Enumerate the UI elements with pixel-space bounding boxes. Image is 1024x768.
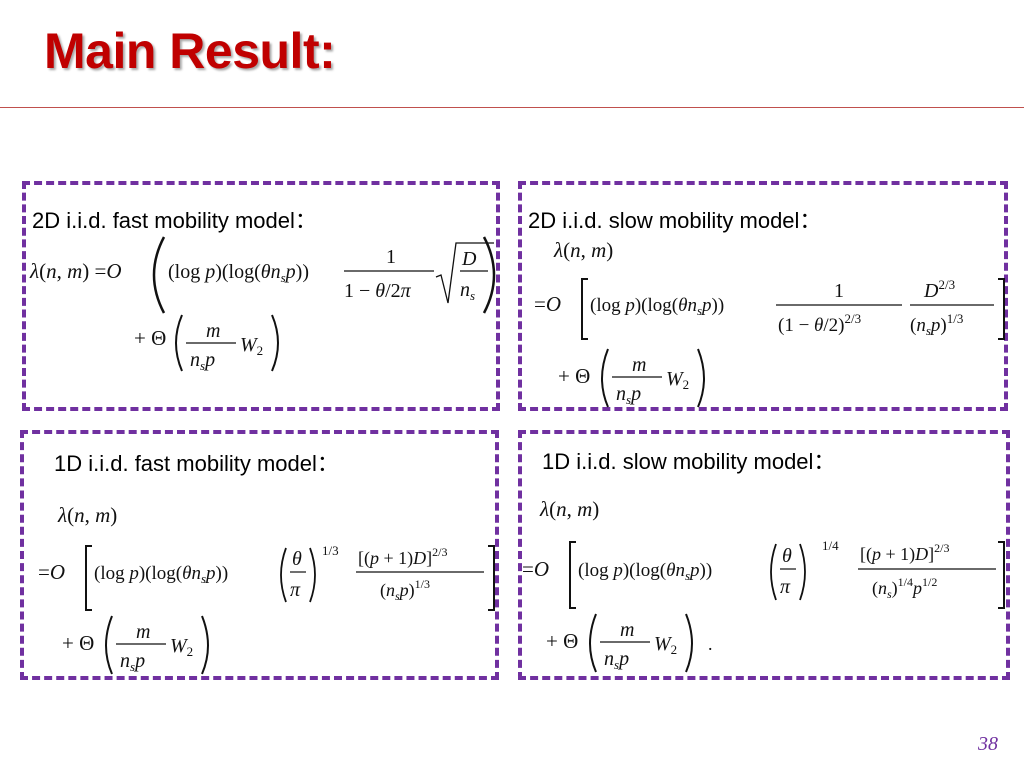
svg-text:(log p)(log(θnsp)): (log p)(log(θnsp)) — [94, 563, 228, 586]
svg-text:+ Θ: + Θ — [134, 326, 166, 350]
svg-text:λ(n, m): λ(n, m) — [57, 503, 117, 527]
title-divider — [0, 107, 1024, 108]
svg-text:W2: W2 — [654, 633, 677, 657]
svg-text:(log p)(log(θnsp)): (log p)(log(θnsp)) — [590, 295, 724, 318]
svg-text:(nsp)1/3: (nsp)1/3 — [910, 311, 963, 338]
svg-text:(1 − θ/2)2/3: (1 − θ/2)2/3 — [778, 311, 861, 336]
svg-text:nsp: nsp — [604, 648, 629, 672]
svg-text:1/3: 1/3 — [322, 543, 339, 558]
svg-text:θ: θ — [782, 545, 792, 567]
svg-text:W2: W2 — [240, 334, 263, 358]
svg-text:+ Θ: + Θ — [62, 631, 94, 655]
svg-text:[(p + 1)D]2/3: [(p + 1)D]2/3 — [860, 541, 950, 565]
svg-text:(ns)1/4p1/2: (ns)1/4p1/2 — [872, 575, 937, 601]
svg-text:1: 1 — [834, 280, 844, 302]
svg-text:1: 1 — [386, 246, 396, 268]
svg-text:π: π — [290, 579, 301, 601]
svg-text:m: m — [620, 619, 634, 641]
panel-heading: 1D i.i.d. slow mobility model： — [542, 449, 836, 474]
svg-text:λ(n, m) =O: λ(n, m) =O — [29, 259, 122, 283]
svg-text:(nsp)1/3: (nsp)1/3 — [380, 577, 430, 603]
panel-heading: 2D i.i.d. fast mobility model： — [32, 208, 317, 233]
svg-text:m: m — [206, 320, 220, 342]
svg-text:(log p)(log(θnsp)): (log p)(log(θnsp)) — [168, 261, 309, 285]
panel-heading: 1D i.i.d. fast mobility model： — [54, 451, 339, 476]
formula-1d-slow: λ(n, m) =O (log p)(log(θnsp)) θ π 1/4 [(… — [522, 497, 1005, 673]
svg-text:m: m — [632, 354, 646, 376]
svg-text:m: m — [136, 621, 150, 643]
svg-text:λ(n, m): λ(n, m) — [539, 497, 599, 521]
svg-text:θ: θ — [292, 548, 302, 570]
slide-title: Main Result: — [44, 23, 336, 79]
svg-text:1/4: 1/4 — [822, 538, 839, 553]
svg-text:=O: =O — [534, 292, 561, 316]
svg-text:(log p)(log(θnsp)): (log p)(log(θnsp)) — [578, 560, 712, 583]
svg-text:=O: =O — [522, 557, 549, 581]
svg-text:+ Θ: + Θ — [546, 629, 578, 653]
svg-text:nsp: nsp — [616, 383, 641, 407]
svg-text:=O: =O — [38, 560, 65, 584]
svg-text:ns: ns — [460, 279, 475, 303]
panel-2d-slow-mobility: 2D i.i.d. slow mobility model： λ(n, m) =… — [518, 181, 1008, 411]
svg-text:[(p + 1)D]2/3: [(p + 1)D]2/3 — [358, 545, 448, 569]
panel-1d-fast-mobility: 1D i.i.d. fast mobility model： λ(n, m) =… — [20, 430, 499, 680]
svg-text:nsp: nsp — [190, 349, 215, 373]
svg-text:D2/3: D2/3 — [923, 277, 955, 302]
svg-text:W2: W2 — [170, 635, 193, 659]
formula-1d-fast: λ(n, m) =O (log p)(log(θnsp)) θ π 1/3 [(… — [38, 503, 495, 675]
svg-text:1 − θ/2π: 1 − θ/2π — [344, 280, 412, 302]
page-number: 38 — [978, 733, 998, 755]
svg-text:+ Θ: + Θ — [558, 364, 590, 388]
svg-text:λ(n, m): λ(n, m) — [553, 238, 613, 262]
svg-text:π: π — [780, 576, 791, 598]
formula-2d-slow: λ(n, m) =O (log p)(log(θnsp)) 1 (1 − θ/2… — [534, 238, 1005, 408]
panel-heading: 2D i.i.d. slow mobility model： — [528, 208, 822, 233]
svg-text:W2: W2 — [666, 368, 689, 392]
svg-text:nsp: nsp — [120, 650, 145, 674]
svg-text:D: D — [461, 248, 477, 270]
formula-2d-fast: λ(n, m) =O (log p)(log(θnsp)) 1 1 − θ/2π… — [29, 236, 496, 373]
panel-1d-slow-mobility: 1D i.i.d. slow mobility model： λ(n, m) =… — [518, 430, 1010, 680]
panel-2d-fast-mobility: 2D i.i.d. fast mobility model： λ(n, m) =… — [22, 181, 500, 411]
svg-text:.: . — [708, 634, 713, 654]
